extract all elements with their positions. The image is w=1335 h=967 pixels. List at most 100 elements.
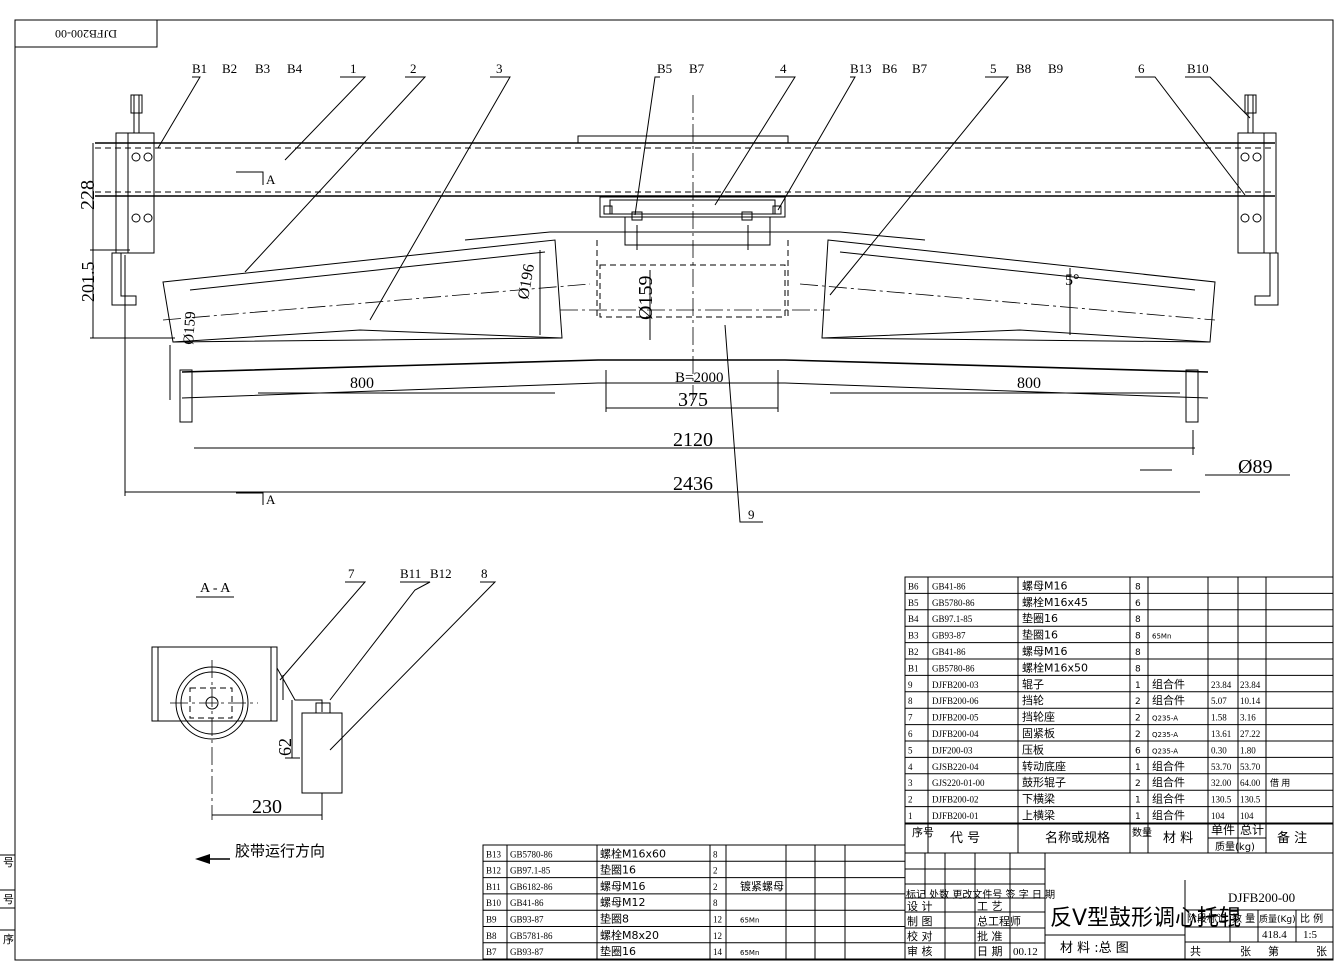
title-chief: 总工程师	[977, 914, 1021, 928]
parts-right-cell: 7	[908, 713, 913, 723]
callout-b5: B5	[657, 61, 672, 76]
callout-4: 4	[780, 61, 787, 76]
callout-9: 9	[748, 507, 755, 522]
section-view: A - A 7 B11 B12 8 62 230	[151, 566, 497, 820]
dim-dia-159-left: Ø159	[181, 311, 199, 345]
parts-right-cell: 5	[908, 745, 913, 755]
parts-right-cell: 螺母M16	[1022, 579, 1068, 592]
title-mark-row: 标记 处数 更改文件号 签 字 日 期	[906, 888, 1055, 901]
dim-375: 375	[678, 389, 708, 411]
dim-62: 62	[275, 738, 295, 756]
title-stage-header: 阶段标记	[1187, 912, 1227, 925]
parts-right-cell: B6	[908, 581, 919, 591]
parts-header-unit: 单件	[1211, 823, 1235, 837]
parts-right-cell: 辊子	[1022, 677, 1044, 691]
parts-left-cell: 2	[713, 882, 718, 892]
dim-dia-196: Ø196	[515, 263, 538, 301]
parts-right-cell: 2	[1135, 779, 1141, 789]
parts-right-cell: 0.30	[1211, 745, 1227, 755]
dim-201-5: 201.5	[78, 262, 98, 303]
parts-left-cell: B10	[486, 898, 502, 908]
callout-5: 5	[990, 61, 997, 76]
parts-right-cell: 4	[908, 762, 913, 772]
parts-right-cell: 1	[1135, 796, 1141, 806]
left-edge-char-3: 序	[3, 932, 14, 946]
parts-right-cell: 垫圈16	[1022, 628, 1058, 642]
parts-left-cell: GB97.1-85	[510, 866, 551, 876]
drawing-title: 反V型鼓形调心托辊	[1050, 906, 1241, 931]
parts-right-cell: DJFB200-04	[932, 729, 979, 739]
callout-b10: B10	[1187, 61, 1209, 76]
parts-right-cell: 5.07	[1211, 696, 1227, 706]
parts-left-cell: 垫圈16	[600, 863, 636, 877]
parts-left-cell: GB6182-86	[510, 882, 553, 892]
parts-right-cell: GB41-86	[932, 581, 966, 591]
parts-right-cell: 8	[1135, 648, 1141, 658]
section-mark-top: A	[266, 172, 276, 187]
callout-b6: B6	[882, 61, 898, 76]
callout-2: 2	[410, 61, 417, 76]
parts-right-cell: DJFB200-06	[932, 696, 979, 706]
parts-right-cell: 10.14	[1240, 696, 1261, 706]
callout-b4: B4	[287, 61, 303, 76]
parts-left-cell: 65Mn	[740, 917, 759, 925]
parts-right-cell: GB97.1-85	[932, 614, 973, 624]
parts-right-cell: DJFB200-01	[932, 811, 979, 821]
dim-b-2000: B=2000	[675, 370, 723, 386]
parts-left-cell: 垫圈16	[600, 944, 636, 958]
callout-8: 8	[481, 566, 488, 581]
parts-right-cell: B2	[908, 647, 919, 657]
parts-header-material: 材 料	[1163, 831, 1193, 846]
title-sheet-no: 第	[1268, 944, 1279, 958]
parts-right-cell: 8	[1135, 615, 1141, 625]
belt-direction: 胶带运行方向	[195, 842, 325, 864]
section-mark-bottom: A	[266, 492, 276, 507]
parts-header-remark: 备 注	[1277, 830, 1307, 846]
dim-angle-5: 5°	[1065, 272, 1079, 289]
callout-b12: B12	[430, 566, 452, 581]
parts-right-cell: 9	[908, 680, 913, 690]
parts-right-cell: 螺栓M16x50	[1022, 660, 1088, 674]
title-draw: 制 图	[907, 915, 933, 928]
parts-right-cell: 23.84	[1240, 680, 1261, 690]
parts-right-cell: Q235-A	[1152, 715, 1178, 723]
parts-right-cell: 32.00	[1211, 778, 1232, 788]
parts-left-cell: 8	[713, 849, 718, 859]
parts-right-cell: 65Mn	[1152, 633, 1171, 641]
parts-right-cell: B5	[908, 598, 919, 608]
title-total-sheets: 共	[1190, 945, 1201, 958]
parts-left-cell: 8	[713, 898, 718, 908]
parts-right-cell: 13.61	[1211, 729, 1231, 739]
parts-left-cell: 65Mn	[740, 949, 759, 957]
dim-228: 228	[77, 180, 99, 210]
parts-right-cell: 组合件	[1152, 775, 1185, 789]
dim-800-left: 800	[350, 375, 374, 392]
title-material: 材 料 :总 图	[1060, 941, 1129, 956]
parts-right-cell: 2	[908, 795, 913, 805]
title-scale-value: 1:5	[1303, 929, 1318, 941]
parts-right-cell: B3	[908, 631, 919, 641]
parts-left-cell: GB5780-86	[510, 849, 553, 859]
dim-800-right: 800	[1017, 375, 1041, 392]
title-block: 标记 处数 更改文件号 签 字 日 期 设 计 制 图 校 对 审 核 工 艺 …	[904, 852, 1334, 960]
parts-right-cell: DJFB200-05	[932, 713, 979, 723]
parts-right-cell: 130.5	[1211, 795, 1232, 805]
callout-b13: B13	[850, 61, 872, 76]
dim-2120: 2120	[673, 429, 713, 451]
parts-right-cell: 组合件	[1152, 792, 1185, 806]
parts-left-cell: 垫圈8	[600, 912, 629, 926]
parts-right-cell: 固紧板	[1022, 726, 1055, 740]
callout-b8: B8	[1016, 61, 1031, 76]
parts-left-cell: 螺栓M16x60	[600, 846, 666, 860]
parts-right-cell: 8	[1135, 582, 1141, 592]
parts-left-cell: B13	[486, 849, 502, 859]
parts-right-cell: DJF200-03	[932, 745, 973, 755]
parts-right-cell: 3.16	[1240, 713, 1256, 723]
parts-right-cell: 垫圈16	[1022, 611, 1058, 625]
parts-header-total: 总计	[1240, 823, 1264, 837]
parts-left-cell: 镀紧螺母	[740, 879, 784, 893]
section-title: A - A	[200, 581, 231, 596]
parts-right-cell: 组合件	[1152, 759, 1185, 773]
callout-b2: B2	[222, 61, 237, 76]
